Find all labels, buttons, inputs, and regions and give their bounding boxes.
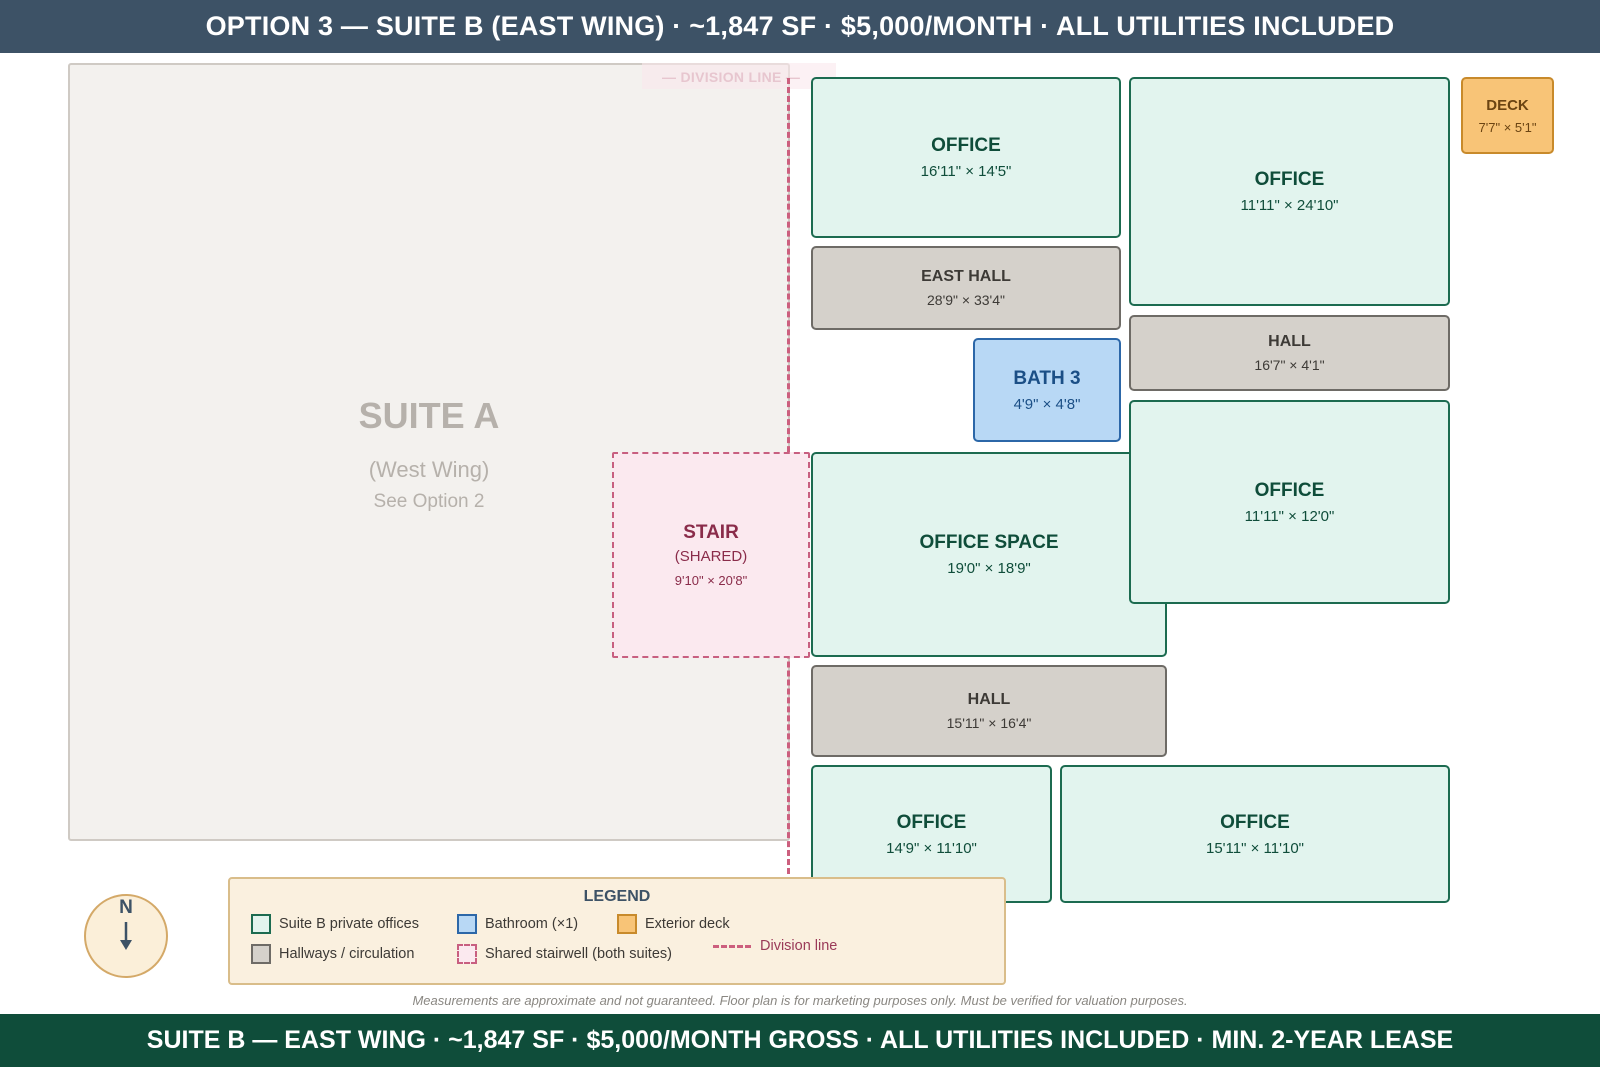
room-name: BATH 3 [1013,367,1081,389]
room-name: HALL [967,691,1011,708]
legend-label: Hallways / circulation [279,946,415,962]
north-arrow-icon [120,922,132,950]
room-dimensions: 16'7" × 4'1" [1254,357,1325,373]
legend-item-division: Division line [713,938,837,954]
suite-a-title: SUITE A [358,395,500,436]
room-office-top-left: OFFICE 16'11" × 14'5" [811,77,1121,238]
legend-item-stairwell: Shared stairwell (both suites) [457,944,672,964]
room-dimensions: 14'9" × 11'10" [886,839,977,857]
room-name: OFFICE SPACE [919,532,1059,553]
room-name: HALL [1268,333,1311,350]
legend-label: Exterior deck [645,916,730,932]
legend-title: LEGEND [583,888,651,905]
room-east-hall: EAST HALL 28'9" × 33'4" [811,246,1121,330]
legend-swatch-bath [457,914,477,934]
top-banner: OPTION 3 — SUITE B (EAST WING) · ~1,847 … [0,0,1600,53]
compass-label: N [119,897,133,918]
suite-a-subtitle: (West Wing) [368,457,490,482]
room-office-bottom-right: OFFICE 15'11" × 11'10" [1060,765,1450,903]
room-dimensions: 7'7" × 5'1" [1478,119,1537,135]
room-name: OFFICE [1254,479,1325,501]
footnote: Measurements are approximate and not gua… [412,993,1188,1008]
legend-swatch-office [251,914,271,934]
room-dimensions: 28'9" × 33'4" [927,292,1005,308]
suite-a-note: See Option 2 [373,491,485,512]
room-hall-lower: HALL 15'11" × 16'4" [811,665,1167,757]
room-dimensions: 15'11" × 11'10" [1206,839,1304,857]
legend-box [228,877,1006,985]
room-subtitle: (SHARED) [674,548,748,565]
room-dimensions: 9'10" × 20'8" [674,573,748,588]
room-name: EAST HALL [921,268,1011,285]
legend-label: Division line [760,938,838,954]
room-name: STAIR [683,522,739,543]
legend-swatch-hall [251,944,271,964]
division-label: — DIVISION LINE — [662,69,801,85]
room-name: DECK [1486,96,1529,114]
room-name: OFFICE [896,811,967,833]
room-dimensions: 16'11" × 14'5" [920,163,1012,180]
room-deck: DECK 7'7" × 5'1" [1461,77,1554,154]
north-compass: N [84,894,168,978]
legend-swatch-stair [457,944,477,964]
room-office-top-right: OFFICE 11'11" × 24'10" [1129,77,1450,306]
legend-item-private-offices: Suite B private offices [251,914,419,934]
legend-swatch-division [713,944,751,948]
legend-swatch-deck [617,914,637,934]
legend-label: Shared stairwell (both suites) [485,946,672,962]
legend-item-hallways: Hallways / circulation [251,944,414,964]
room-dimensions: 19'0" × 18'9" [947,560,1031,577]
room-office-mid-right: OFFICE 11'11" × 12'0" [1129,400,1450,604]
room-name: OFFICE [931,135,1001,156]
room-hall-upper: HALL 16'7" × 4'1" [1129,315,1450,391]
room-office-space: OFFICE SPACE 19'0" × 18'9" [811,452,1167,657]
room-dimensions: 11'11" × 24'10" [1240,197,1339,214]
division-label-background [642,63,836,89]
room-dimensions: 4'9" × 4'8" [1013,395,1081,413]
bottom-banner: SUITE B — EAST WING · ~1,847 SF · $5,000… [0,1014,1600,1067]
room-dimensions: 11'11" × 12'0" [1244,507,1335,525]
legend-item-bathroom: Bathroom (×1) [457,914,578,934]
room-bath: BATH 3 4'9" × 4'8" [973,338,1121,442]
legend-label: Suite B private offices [279,916,419,932]
room-name: OFFICE [1220,811,1290,833]
room-name: OFFICE [1254,169,1325,190]
room-stair-shared: STAIR (SHARED) 9'10" × 20'8" [612,452,810,658]
room-dimensions: 15'11" × 16'4" [946,715,1032,731]
legend-item-deck: Exterior deck [617,914,730,934]
legend-label: Bathroom (×1) [485,916,579,932]
